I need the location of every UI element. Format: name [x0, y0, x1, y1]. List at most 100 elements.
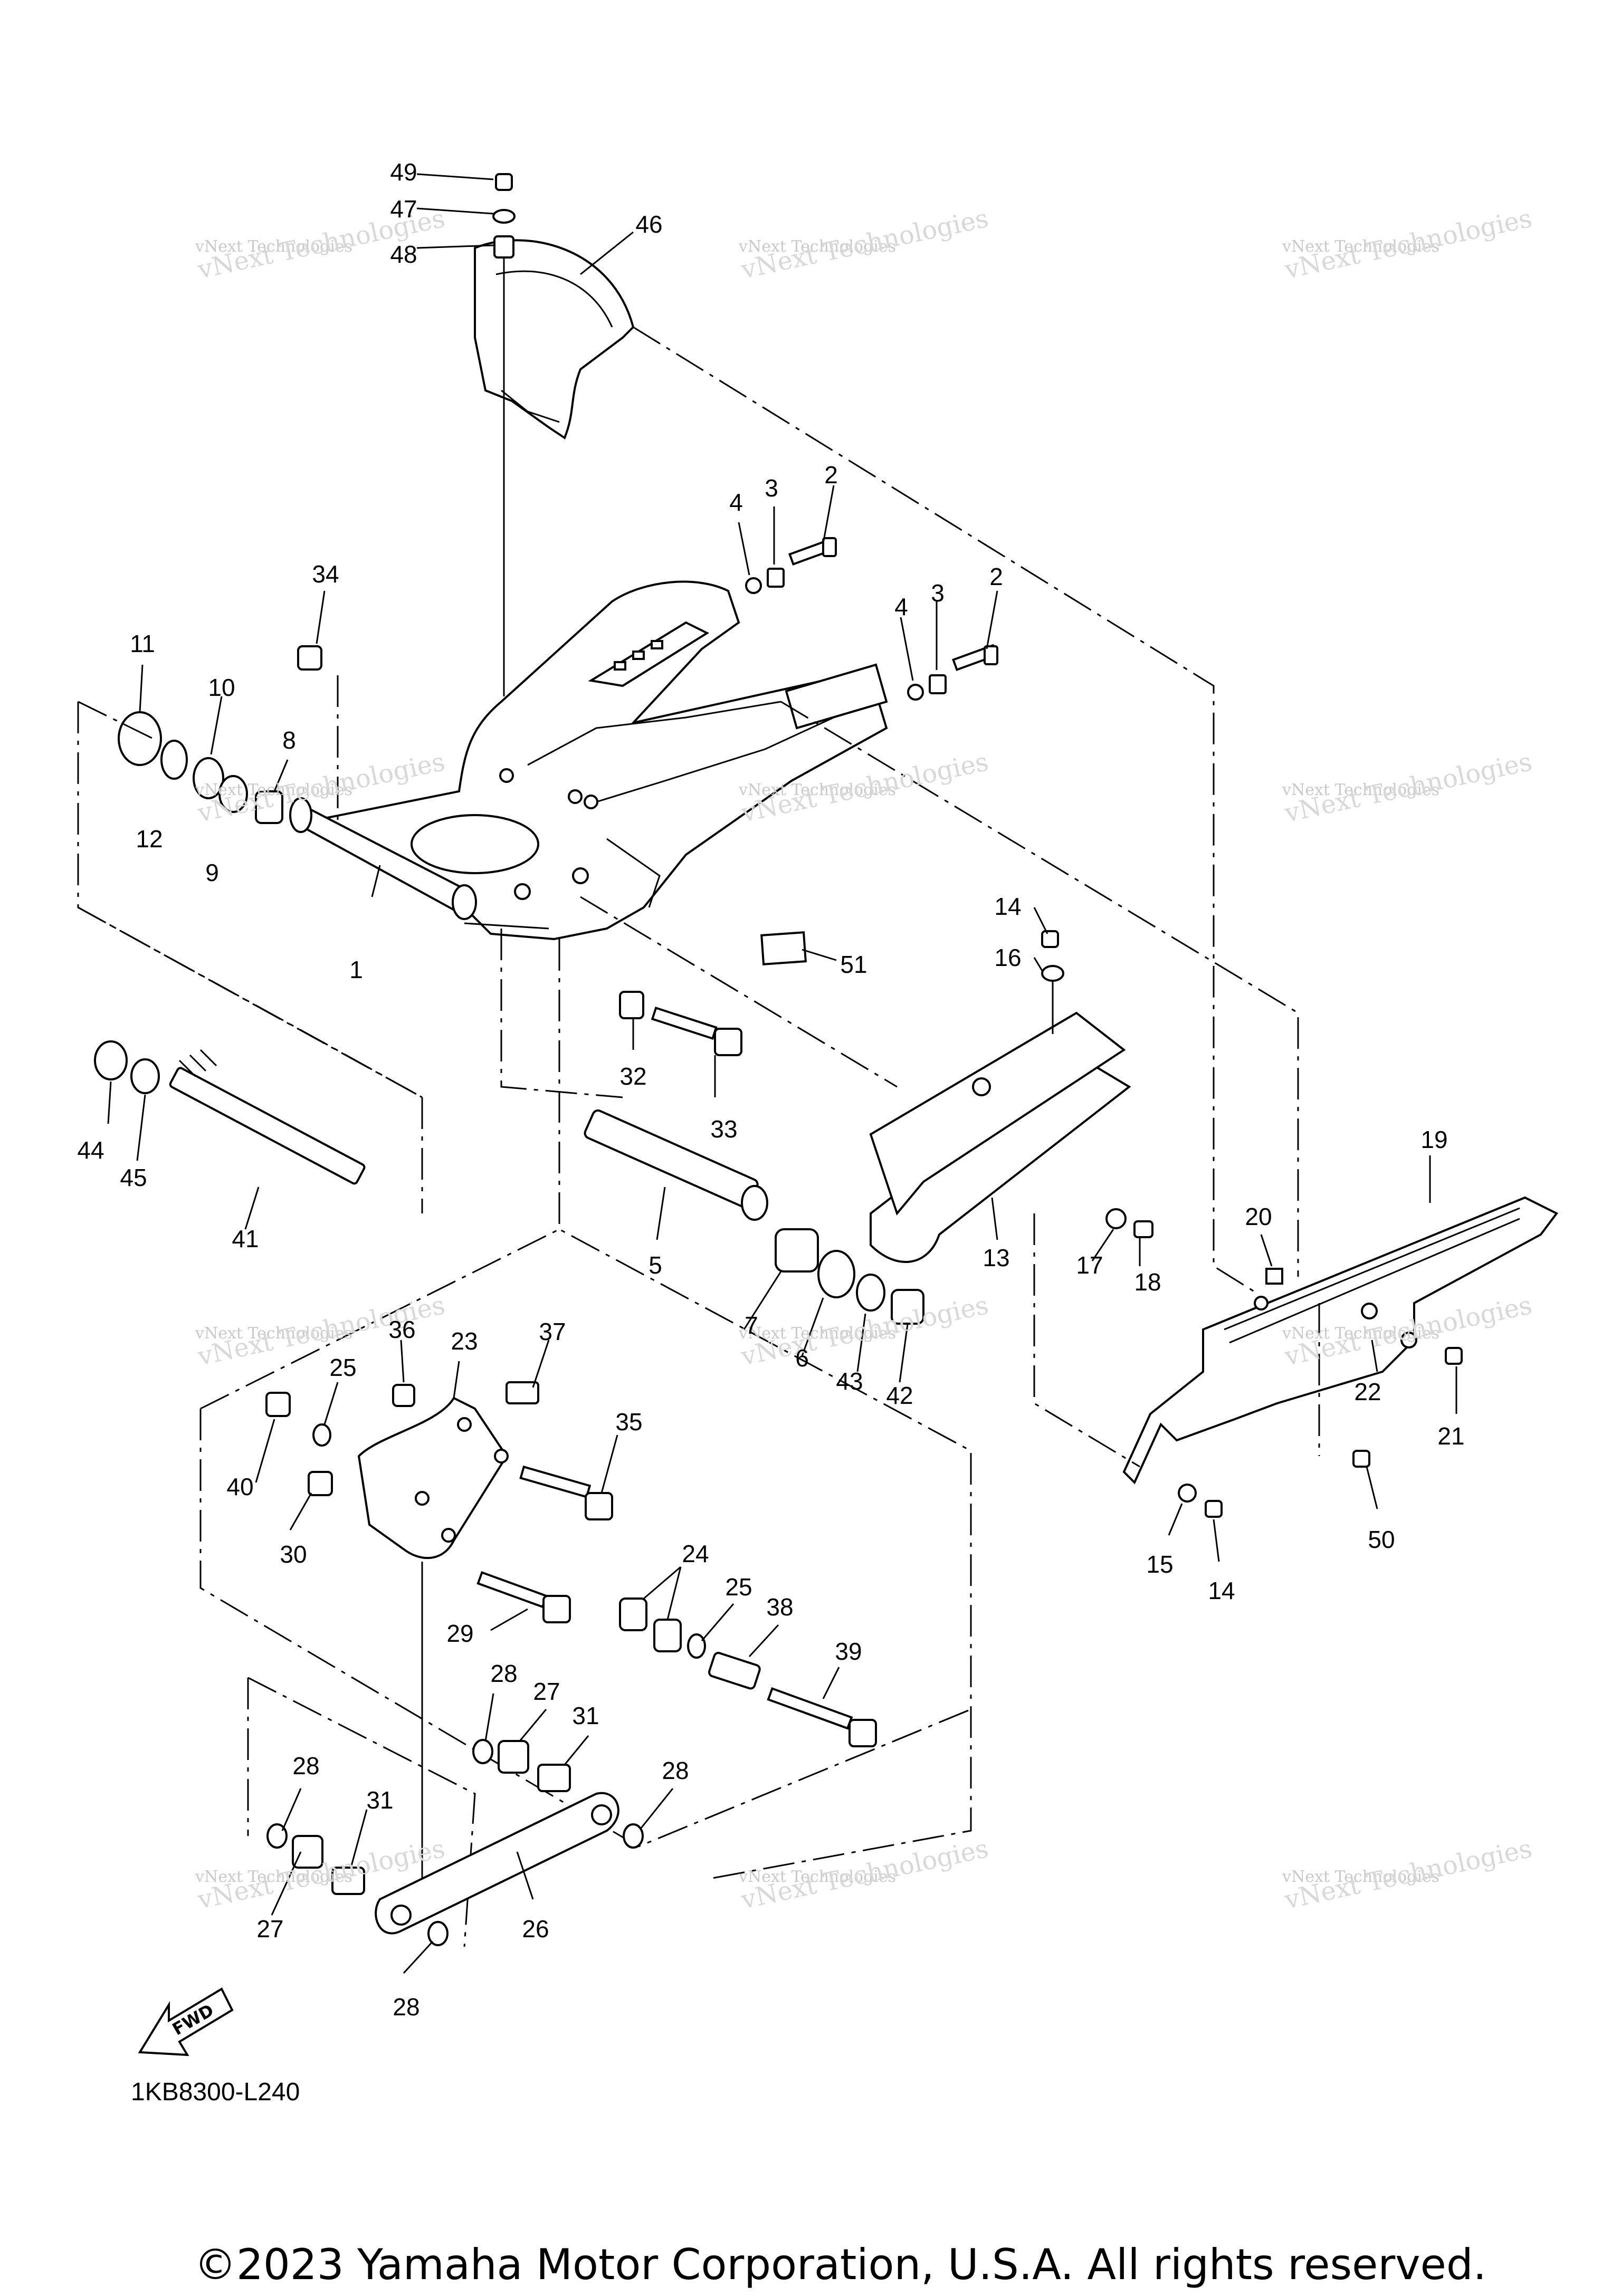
part-27-bearing-b — [292, 1835, 323, 1869]
callout-8[interactable]: 8 — [282, 726, 296, 754]
callout-44[interactable]: 44 — [77, 1136, 104, 1164]
part-29-bolt — [476, 1571, 571, 1623]
part-34-nut — [297, 645, 322, 671]
callout-13[interactable]: 13 — [983, 1244, 1010, 1271]
part-28-washer-b — [623, 1823, 644, 1849]
callout-26[interactable]: 26 — [522, 1915, 549, 1943]
diagram-code: 1KB8300-L240 — [131, 2078, 300, 2106]
part-17-collar — [1105, 1208, 1127, 1229]
callout-5[interactable]: 5 — [649, 1251, 662, 1279]
callout-38[interactable]: 38 — [766, 1593, 794, 1621]
callout-40[interactable]: 40 — [226, 1473, 254, 1500]
callout-28[interactable]: 28 — [292, 1752, 320, 1780]
callout-17[interactable]: 17 — [1076, 1251, 1103, 1279]
part-31-collar-a — [537, 1764, 571, 1792]
callout-25[interactable]: 25 — [725, 1573, 752, 1601]
callout-9[interactable]: 9 — [205, 859, 219, 886]
callout-35[interactable]: 35 — [615, 1408, 643, 1436]
callout-18[interactable]: 18 — [1134, 1268, 1161, 1296]
callout-27[interactable]: 27 — [256, 1915, 284, 1943]
callout-31[interactable]: 31 — [366, 1786, 394, 1814]
callout-11[interactable]: 11 — [130, 630, 155, 657]
part-23-relay-arm — [357, 1396, 509, 1559]
part-21-screw — [1445, 1347, 1463, 1365]
callout-10[interactable]: 10 — [208, 674, 235, 701]
part-25-washer — [312, 1423, 331, 1447]
callout-34[interactable]: 34 — [312, 560, 339, 588]
part-40-nut — [265, 1392, 291, 1417]
part-46-cover — [474, 239, 635, 440]
callout-16[interactable]: 16 — [994, 944, 1022, 971]
callout-27[interactable]: 27 — [533, 1678, 560, 1705]
part-50-screw — [1352, 1450, 1370, 1468]
part-24-bearing — [619, 1597, 682, 1652]
callout-50[interactable]: 50 — [1368, 1526, 1395, 1553]
part-22-collar — [1400, 1332, 1417, 1348]
callout-30[interactable]: 30 — [280, 1541, 307, 1568]
callout-28[interactable]: 28 — [393, 1993, 420, 2021]
callout-36[interactable]: 36 — [388, 1316, 416, 1343]
callout-42[interactable]: 42 — [886, 1382, 913, 1409]
part-36-nut — [392, 1384, 415, 1407]
callout-1[interactable]: 1 — [349, 956, 363, 983]
callout-20[interactable]: 20 — [1245, 1203, 1272, 1230]
callout-28[interactable]: 28 — [490, 1660, 518, 1687]
copyright-notice: ©2023 Yamaha Motor Corporation, U.S.A. A… — [194, 2240, 1487, 2289]
part-13-chain-slider — [869, 1011, 1131, 1264]
part-20-clip — [1265, 1268, 1283, 1285]
callout-43[interactable]: 43 — [836, 1367, 863, 1395]
callout-4[interactable]: 4 — [729, 489, 743, 516]
part-41-pivot-shaft — [94, 1040, 366, 1185]
part-27-bearing-a — [498, 1740, 529, 1774]
callout-7[interactable]: 7 — [745, 1312, 758, 1339]
part-18-screw — [1133, 1220, 1153, 1238]
callout-23[interactable]: 23 — [451, 1327, 478, 1355]
callout-25[interactable]: 25 — [329, 1354, 357, 1381]
callout-41[interactable]: 41 — [232, 1225, 259, 1252]
callout-45[interactable]: 45 — [120, 1164, 147, 1191]
callout-51[interactable]: 51 — [840, 951, 867, 978]
callout-47[interactable]: 47 — [390, 195, 417, 223]
callout-32[interactable]: 32 — [619, 1063, 647, 1090]
callout-12[interactable]: 12 — [136, 825, 163, 853]
part-37-collar — [506, 1381, 539, 1404]
part-19-chain-guard — [1122, 1196, 1559, 1485]
callout-2[interactable]: 2 — [824, 461, 838, 489]
callout-37[interactable]: 37 — [539, 1318, 566, 1345]
part-14-16 — [1041, 930, 1064, 1034]
callout-22[interactable]: 22 — [1354, 1378, 1381, 1405]
callout-46[interactable]: 46 — [635, 211, 663, 238]
part-pivot-seals-left — [118, 711, 283, 824]
callout-24[interactable]: 24 — [682, 1540, 709, 1567]
callout-21[interactable]: 21 — [1437, 1422, 1465, 1450]
callout-48[interactable]: 48 — [390, 241, 417, 268]
callout-49[interactable]: 49 — [390, 158, 417, 186]
callout-3[interactable]: 3 — [765, 474, 778, 502]
part-25-washer-b — [687, 1633, 706, 1659]
callout-31[interactable]: 31 — [572, 1702, 599, 1729]
part-5-collar — [584, 1109, 768, 1221]
callout-6[interactable]: 6 — [795, 1344, 809, 1372]
callout-28[interactable]: 28 — [662, 1757, 689, 1784]
callout-19[interactable]: 19 — [1420, 1126, 1448, 1153]
callout-39[interactable]: 39 — [835, 1638, 862, 1665]
callout-29[interactable]: 29 — [446, 1620, 474, 1647]
callout-3[interactable]: 3 — [931, 579, 945, 607]
callout-4[interactable]: 4 — [894, 593, 908, 620]
callout-2[interactable]: 2 — [989, 563, 1003, 590]
callout-14[interactable]: 14 — [994, 893, 1022, 920]
callout-33[interactable]: 33 — [710, 1115, 738, 1143]
part-28-washer-a — [472, 1739, 493, 1764]
callout-15[interactable]: 15 — [1146, 1551, 1174, 1578]
callout-14[interactable]: 14 — [1208, 1577, 1235, 1604]
part-35-bolt — [519, 1465, 613, 1520]
